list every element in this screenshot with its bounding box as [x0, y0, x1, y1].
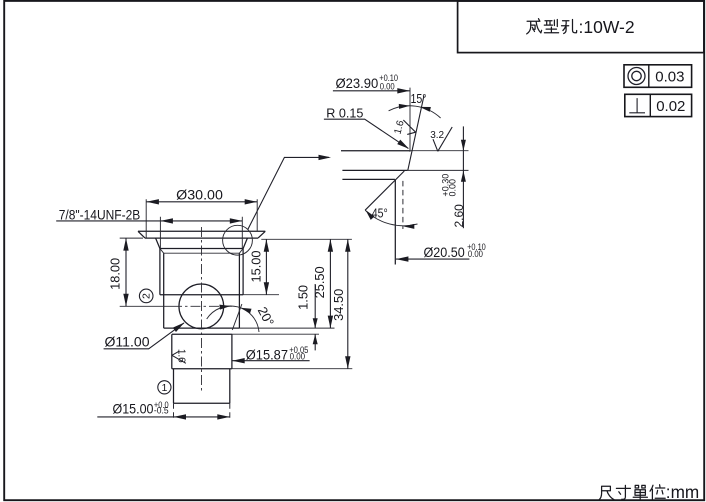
- svg-text:34.50: 34.50: [331, 289, 346, 321]
- svg-text:Ø20.50: Ø20.50: [424, 244, 465, 260]
- svg-text:+0.0: +0.0: [154, 400, 169, 410]
- svg-text:Ø30.00: Ø30.00: [176, 187, 223, 203]
- svg-text:1.6: 1.6: [392, 119, 406, 136]
- svg-text:1: 1: [161, 382, 167, 394]
- svg-text:0.00: 0.00: [380, 81, 395, 91]
- svg-text::10W-2: :10W-2: [579, 17, 635, 37]
- svg-text:2.60: 2.60: [452, 204, 466, 228]
- svg-text:+0.30: +0.30: [440, 174, 450, 197]
- svg-text:Ø15.00: Ø15.00: [113, 400, 154, 416]
- svg-text:7/8"-14UNF-2B: 7/8"-14UNF-2B: [59, 208, 141, 223]
- svg-text:25.50: 25.50: [312, 266, 327, 298]
- svg-text:45°: 45°: [372, 205, 388, 220]
- svg-text:1.50: 1.50: [296, 285, 311, 310]
- svg-text:0.03: 0.03: [655, 69, 684, 86]
- svg-text:R 0.15: R 0.15: [326, 107, 363, 121]
- svg-text::mm: :mm: [666, 482, 699, 502]
- svg-text:18.00: 18.00: [108, 258, 123, 290]
- svg-text:3.2: 3.2: [430, 130, 444, 141]
- svg-text:0.00: 0.00: [468, 249, 483, 259]
- svg-text:1.6: 1.6: [175, 349, 186, 363]
- svg-text:0.02: 0.02: [656, 98, 685, 115]
- svg-text:Ø23.90: Ø23.90: [336, 75, 379, 91]
- svg-text:0.00: 0.00: [448, 179, 458, 197]
- svg-text:-0.5: -0.5: [154, 406, 169, 416]
- svg-text:Ø15.87: Ø15.87: [246, 346, 288, 362]
- svg-text:15.00: 15.00: [248, 250, 263, 282]
- svg-text:+0.10: +0.10: [379, 73, 398, 83]
- svg-text:2: 2: [140, 293, 152, 299]
- svg-text:15°: 15°: [411, 91, 427, 106]
- svg-text:Ø11.00: Ø11.00: [105, 333, 150, 349]
- svg-text:0.00: 0.00: [290, 351, 306, 361]
- svg-text:+0.10: +0.10: [467, 242, 486, 252]
- svg-text:+0.05: +0.05: [289, 345, 308, 355]
